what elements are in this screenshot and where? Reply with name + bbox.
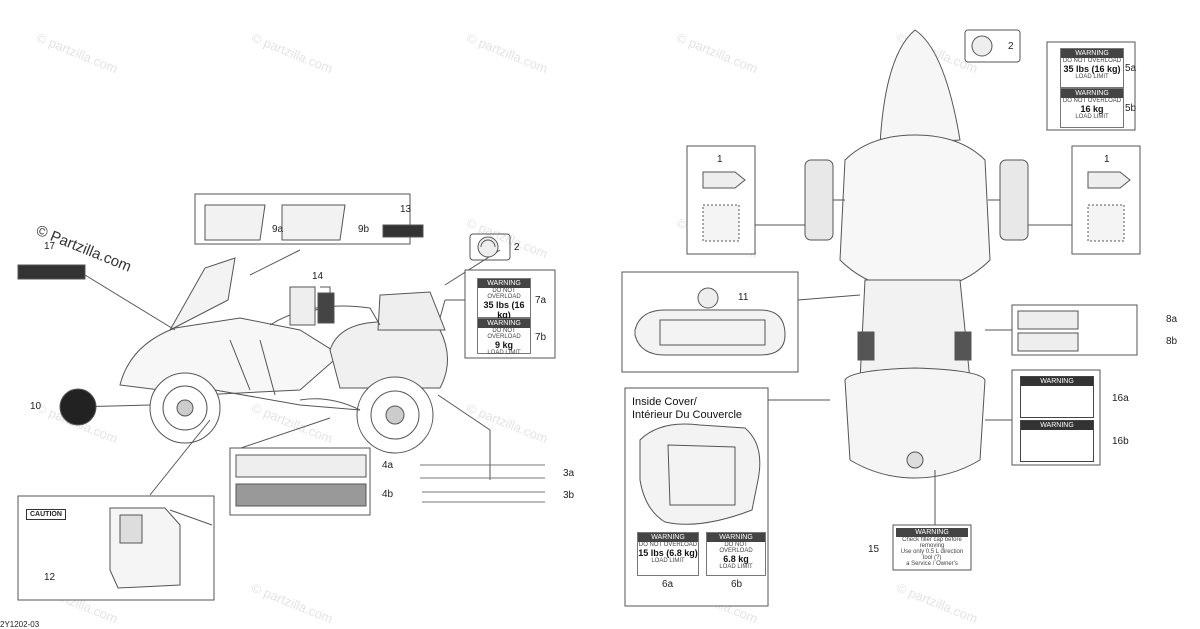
warning-decal-6b: WARNING DO NOT OVERLOAD 6.8 kg LOAD LIMI… <box>706 532 766 576</box>
warning-decal-5a: WARNING DO NOT OVERLOAD 35 lbs (16 kg) L… <box>1060 48 1124 88</box>
callout-2-right: 2 <box>1008 41 1014 52</box>
warning-decal-16b: WARNING <box>1020 420 1094 462</box>
callout-6b: 6b <box>731 579 743 590</box>
callout-3b: 3b <box>563 490 575 501</box>
callout-7b: 7b <box>535 332 547 343</box>
warning-decal-5b: WARNING DO NOT OVERLOAD 16 kg LOAD LIMIT <box>1060 88 1124 128</box>
side-view-vehicle <box>119 257 448 454</box>
callout-5a: 5a <box>1125 63 1137 74</box>
callout-6a: 6a <box>662 579 674 590</box>
callout-15: 15 <box>868 544 880 555</box>
callout-7a: 7a <box>535 295 547 306</box>
inside-cover-caption: Inside Cover/ Intérieur Du Couvercle <box>632 396 743 421</box>
callout-12: 12 <box>44 572 56 583</box>
callout-10: 10 <box>30 401 42 412</box>
warning-decal-15: WARNING Check filler cap before removing… <box>896 528 968 567</box>
callout-3a: 3a <box>563 468 575 479</box>
callout-16a: 16a <box>1112 393 1129 404</box>
warning-decal-6a: WARNING DO NOT OVERLOAD 15 lbs (6.8 kg) … <box>637 532 699 576</box>
drawing-id: 2Y1202-03 <box>0 620 40 629</box>
callout-8b: 8b <box>1166 336 1178 347</box>
callout-4a: 4a <box>382 460 394 471</box>
caution-decal: CAUTION <box>26 503 66 521</box>
callout-4b: 4b <box>382 489 394 500</box>
callout-11: 11 <box>738 292 749 303</box>
callout-17: 17 <box>44 241 56 252</box>
callout-14: 14 <box>312 271 324 282</box>
warning-decal-16a: WARNING <box>1020 376 1094 418</box>
callout-16b: 16b <box>1112 436 1129 447</box>
callout-2-left: 2 <box>514 242 520 253</box>
warning-decal-7b: WARNING DO NOT OVERLOAD 9 kg LOAD LIMIT <box>477 318 531 356</box>
top-view-vehicle <box>804 29 1029 479</box>
callout-9b: 9b <box>358 224 370 235</box>
callout-5b: 5b <box>1125 103 1137 114</box>
callout-13: 13 <box>400 204 412 215</box>
callout-1-right: 1 <box>1104 154 1110 165</box>
callout-8a: 8a <box>1166 314 1178 325</box>
warning-decal-7a: WARNING DO NOT OVERLOAD 35 lbs (16 kg) L… <box>477 278 531 326</box>
callout-1-left: 1 <box>717 154 723 165</box>
callout-9a: 9a <box>272 224 284 235</box>
